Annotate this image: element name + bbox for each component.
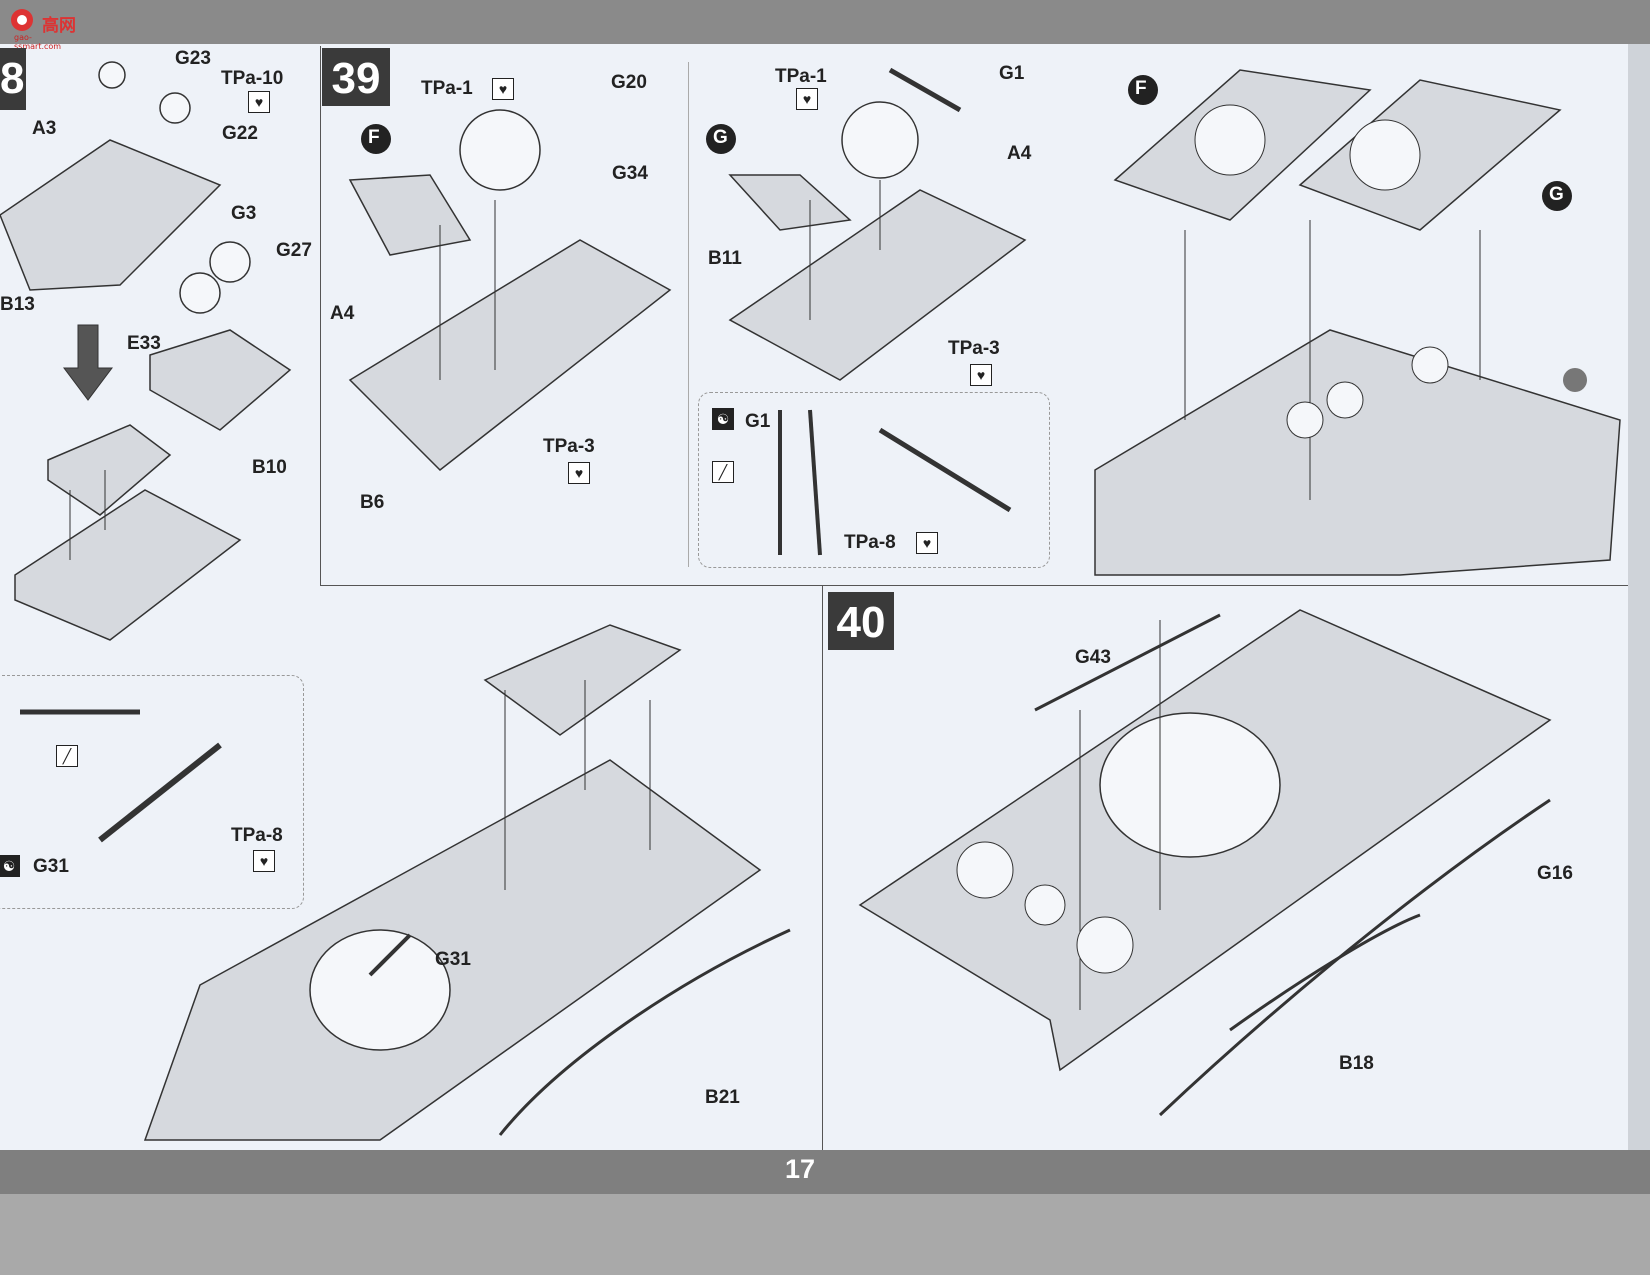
label-tpa10: TPa-10	[221, 68, 284, 89]
label-b10: B10	[252, 457, 287, 478]
hatch-e33	[179, 272, 221, 314]
label-g31-left: G31	[33, 856, 69, 877]
top-scan-border	[0, 0, 1650, 44]
engine-deck-hull-left	[483, 624, 682, 736]
detail-box-g31	[0, 675, 304, 909]
label-b18: B18	[1339, 1053, 1374, 1074]
label-b21: B21	[705, 1087, 740, 1108]
label-b6: B6	[360, 492, 385, 513]
label-g23: G23	[175, 48, 211, 69]
part-tpa1-39-icon: ♥	[492, 78, 514, 100]
marker-g-label: G	[713, 127, 728, 148]
tow-cable-b21	[498, 928, 791, 1136]
step-40-number: 40	[828, 592, 894, 650]
label-tpa3-39: TPa-3	[543, 436, 595, 457]
step-39-number: 39	[322, 48, 390, 106]
cement-icon-g1: ╱	[712, 461, 734, 483]
part-tpa3-39-icon: ♥	[568, 462, 590, 484]
marker-g-right-label: G	[1549, 184, 1564, 205]
turret-ring-left	[309, 929, 451, 1051]
tool-g31	[98, 742, 222, 843]
step-38-number: 8	[0, 48, 26, 110]
part-tpa1-g-icon: ♥	[796, 88, 818, 110]
grill-mesh-g	[841, 101, 919, 179]
grill-f	[348, 174, 472, 256]
label-a3: A3	[32, 118, 57, 139]
tool-g1	[888, 67, 962, 113]
plate-lower-assembled	[14, 489, 242, 641]
bottom-fold	[0, 1194, 1650, 1275]
part-tpa10-icon: ♥	[248, 91, 270, 113]
grill-g	[728, 174, 852, 231]
label-g3: G3	[231, 203, 257, 224]
label-tpa1-39: TPa-1	[421, 78, 473, 99]
engine-deck-f	[348, 239, 672, 471]
plate-a3	[0, 139, 222, 291]
marker-f-right-label: F	[1135, 78, 1147, 99]
part-tpa3-g-icon: ♥	[970, 364, 992, 386]
logo-text: 高网	[42, 16, 76, 36]
part-tpa8-detail-icon: ♥	[916, 532, 938, 554]
label-b11: B11	[708, 248, 742, 269]
logo-icon	[11, 9, 33, 31]
divider-top-bottom	[320, 585, 1628, 586]
option-icon-g1: ☯	[712, 408, 734, 430]
label-tpa1-g: TPa-1	[775, 66, 827, 87]
label-g34: G34	[612, 163, 648, 184]
marker-f-label: F	[368, 127, 380, 148]
tool-g1-detail-3	[878, 427, 1012, 513]
bottom-band	[0, 1150, 1650, 1194]
page-edge	[1628, 44, 1650, 1150]
label-tpa8-detail: TPa-8	[844, 532, 896, 553]
label-g1: G1	[999, 63, 1025, 84]
deck-g-right	[1298, 79, 1562, 231]
tool-g31-hull	[368, 933, 412, 977]
divider-f-g	[688, 62, 689, 567]
label-g27: G27	[276, 240, 312, 261]
tow-cable-b18	[1229, 913, 1421, 1032]
label-e33: E33	[127, 333, 161, 354]
divider-hull-40	[822, 585, 823, 1150]
down-arrow-icon	[63, 324, 113, 401]
rod-g43	[1034, 613, 1221, 712]
grill-mesh-39	[459, 109, 541, 191]
part-tpa8-left-icon: ♥	[253, 850, 275, 872]
plate-b10	[149, 329, 292, 431]
label-g31-hull: G31	[435, 949, 471, 970]
cap-g22	[159, 92, 191, 124]
label-a4-g: A4	[1007, 143, 1032, 164]
logo-sub: gao-ssmart.com	[14, 33, 62, 51]
turret-ring-right	[1099, 712, 1281, 858]
watermark-logo: 高网 gao-ssmart.com	[8, 6, 78, 51]
label-g1-detail: G1	[745, 411, 771, 432]
cement-icon-left: ╱	[56, 745, 78, 767]
cap-g23	[98, 61, 126, 89]
plate-upper-assembled	[47, 424, 172, 516]
label-g22: G22	[222, 123, 258, 144]
label-g20: G20	[611, 72, 647, 93]
label-tpa8-left: TPa-8	[231, 825, 283, 846]
label-tpa3-g: TPa-3	[948, 338, 1000, 359]
option-icon-left: ☯	[0, 855, 20, 877]
tool-g1-detail-2	[808, 409, 822, 556]
detail-box-g1	[698, 392, 1050, 568]
hatch-g3	[209, 241, 251, 283]
label-a4-39: A4	[330, 303, 355, 324]
label-g43: G43	[1075, 647, 1111, 668]
divider-38-39	[320, 46, 321, 586]
label-g16: G16	[1537, 863, 1573, 884]
label-b13: B13	[0, 294, 35, 315]
engine-deck-g	[728, 189, 1027, 381]
page-number: 17	[784, 1154, 816, 1184]
hull-left	[143, 759, 762, 1141]
hull-top-right	[1094, 329, 1621, 576]
